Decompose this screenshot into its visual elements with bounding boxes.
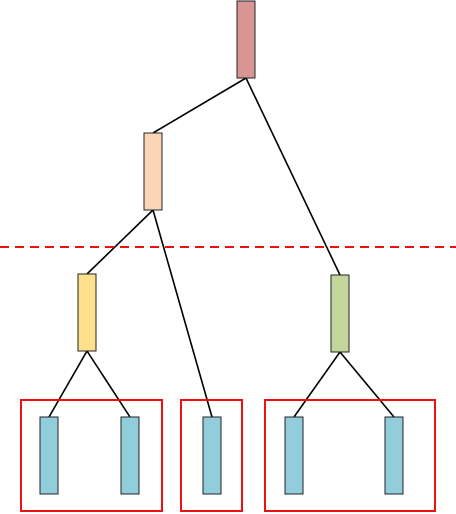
nodes-layer [39, 0, 404, 495]
edge-mid-to-leaf-3 [152, 209, 213, 418]
cluster-2-box [180, 399, 243, 512]
node-leaf-5 [384, 416, 404, 495]
edge-right-internal-to-leaf-5 [339, 351, 395, 418]
cluster-3-box [264, 399, 436, 512]
node-leaf-2 [120, 416, 140, 495]
edge-mid-to-left-internal [86, 209, 154, 275]
node-leaf-3 [202, 416, 222, 495]
edges-layer [48, 77, 395, 418]
node-root [236, 0, 256, 79]
node-right-internal [330, 274, 350, 353]
node-mid [143, 132, 163, 211]
node-leaf-1 [39, 416, 59, 495]
clusters-layer [20, 399, 436, 512]
edge-left-internal-to-leaf-2 [86, 350, 131, 418]
edge-left-internal-to-leaf-1 [48, 350, 88, 418]
cluster-1-box [20, 399, 163, 512]
edge-root-to-right-internal [245, 77, 341, 276]
edge-root-to-mid [152, 77, 247, 134]
node-leaf-4 [284, 416, 304, 495]
node-left-internal [77, 273, 97, 352]
edge-right-internal-to-leaf-4 [293, 351, 341, 418]
